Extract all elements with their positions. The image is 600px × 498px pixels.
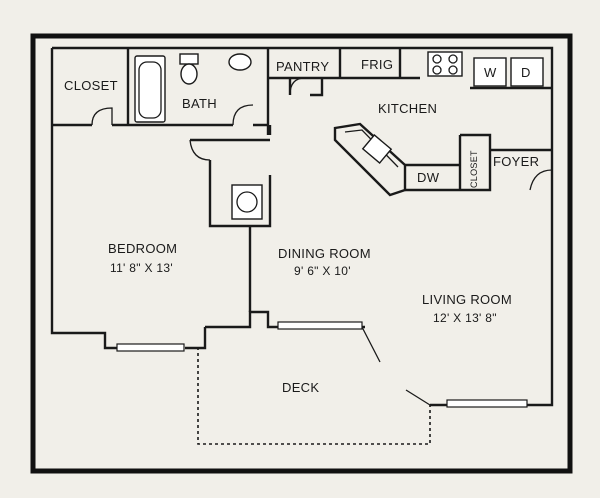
door-swing [91, 77, 553, 406]
kitchen-label: KITCHEN [378, 101, 437, 116]
dining-window [277, 321, 363, 330]
living-window [446, 399, 528, 408]
kitchen-counter [333, 122, 407, 197]
deck-label: DECK [282, 380, 319, 395]
bedroom-label: BEDROOM [108, 241, 177, 256]
foyer-label: FOYER [493, 154, 539, 169]
closet-label: CLOSET [64, 78, 118, 93]
washer-label: W [484, 65, 497, 80]
dw-closet-block [405, 133, 552, 192]
bath-sink-icon [228, 53, 252, 71]
dryer-label: D [521, 65, 531, 80]
dining-dimensions: 9' 6" X 10' [294, 264, 351, 278]
bathtub-inner [138, 61, 162, 119]
living-dimensions: 12' X 13' 8" [433, 311, 497, 325]
dryer-icon [510, 57, 544, 87]
water-heater-tank [236, 191, 258, 213]
burner-icon [432, 65, 442, 75]
living-label: LIVING ROOM [422, 292, 512, 307]
frig-label: FRIG [361, 57, 393, 72]
dining-label: DINING ROOM [278, 246, 371, 261]
dishwasher-label: DW [417, 170, 440, 185]
utility-wall [52, 48, 552, 135]
bathtub-icon [134, 55, 166, 123]
hall-wall [190, 125, 272, 312]
hall-closet-label: CLOSET [469, 150, 479, 188]
sink-icon [361, 134, 393, 164]
toilet-bowl-icon [180, 63, 198, 85]
washer-icon [473, 57, 507, 87]
burner-icon [448, 65, 458, 75]
burner-icon [448, 54, 458, 64]
bedroom-window [116, 343, 185, 352]
bedroom-dimensions: 11' 8" X 13' [110, 261, 173, 275]
toilet-tank-icon [179, 53, 199, 65]
bath-label: BATH [182, 96, 217, 111]
deck-outline [197, 347, 431, 445]
pantry-label: PANTRY [276, 59, 329, 74]
outer-frame [30, 33, 573, 474]
burner-icon [432, 54, 442, 64]
